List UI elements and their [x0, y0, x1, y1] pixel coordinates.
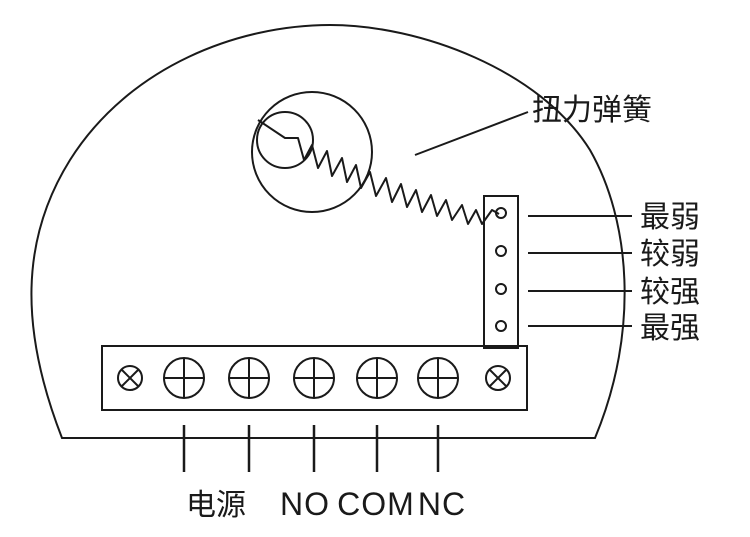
- terminal-label-com: COM: [337, 486, 415, 522]
- spring-label: 扭力弹簧: [532, 93, 652, 128]
- terminal-label-power: 电源: [186, 488, 246, 523]
- terminal-label-nc: NC: [418, 486, 466, 522]
- terminal-screw-6: [417, 357, 459, 399]
- adjust-hole-2: [495, 245, 507, 257]
- housing-outline: [30, 23, 626, 439]
- terminal-screw-5: [356, 357, 398, 399]
- strength-label-2: 较弱: [640, 237, 700, 272]
- strength-label-3: 较强: [640, 275, 700, 310]
- adjust-hole-1: [495, 207, 507, 219]
- adjust-hole-3: [495, 283, 507, 295]
- terminal-screw-3: [228, 357, 270, 399]
- strength-label-4: 最强: [640, 311, 700, 346]
- strength-label-1: 最弱: [640, 200, 700, 235]
- spring-hub-inner: [256, 111, 314, 169]
- terminal-screw-7: [485, 365, 511, 391]
- terminal-screw-2: [163, 357, 205, 399]
- terminal-label-no: NO: [280, 486, 330, 522]
- terminal-block: [101, 345, 528, 411]
- torsion-spring-coil: [257, 119, 500, 225]
- terminal-screw-4: [293, 357, 335, 399]
- adjustment-strip: [483, 195, 519, 349]
- terminal-screw-1: [117, 365, 143, 391]
- spring-hub-outer: [251, 91, 373, 213]
- spring-label-leader: [414, 111, 529, 156]
- adjust-hole-4: [495, 320, 507, 332]
